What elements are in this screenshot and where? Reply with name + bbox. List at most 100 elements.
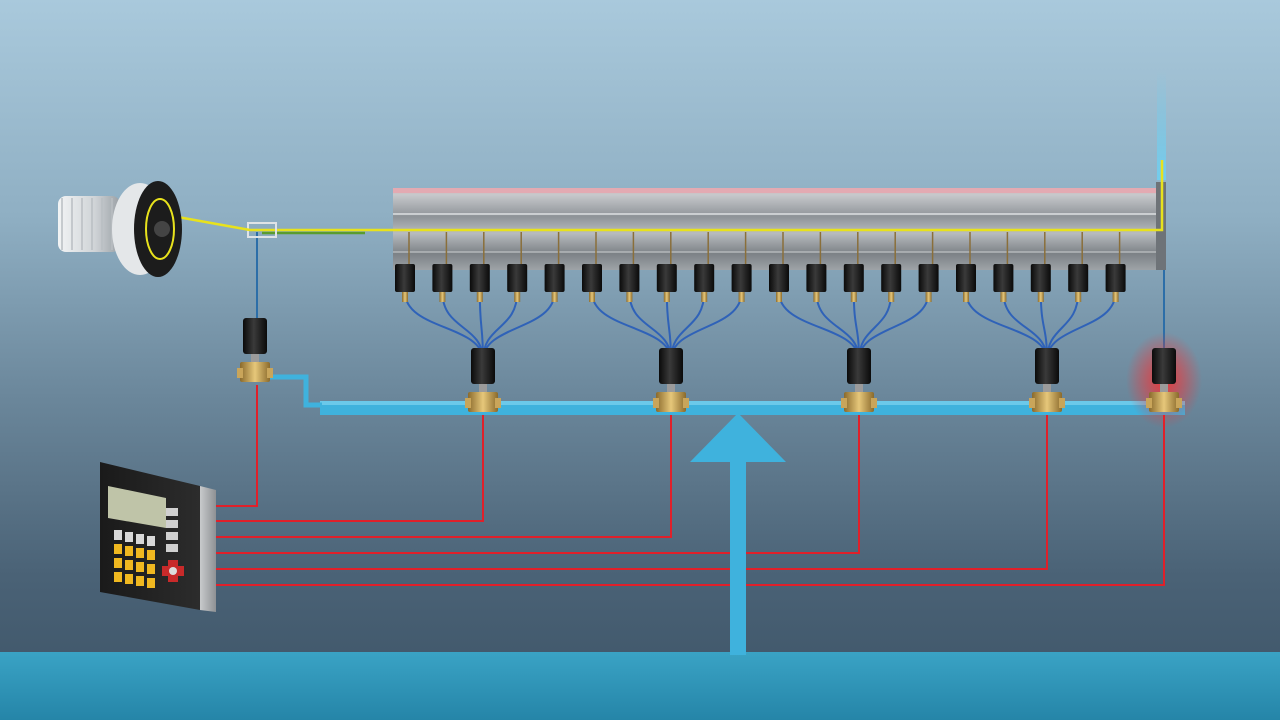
nozzle-valve-icon: [1030, 264, 1051, 292]
nozzle-valve-icon: [843, 264, 864, 292]
pipe-highlight: [320, 401, 1185, 405]
flow-arrow-icon: [690, 413, 786, 462]
valve-port: [1146, 398, 1152, 408]
keypad-key: [114, 572, 122, 582]
valve-port: [237, 368, 243, 378]
flow-arrow-shaft: [730, 455, 746, 655]
keypad-key: [136, 562, 144, 572]
nozzle-fitting: [813, 292, 820, 302]
signal-wires: [216, 385, 1165, 586]
manifold-valves: [237, 318, 1202, 428]
pilot-hoses: [404, 291, 1117, 361]
function-key: [166, 508, 178, 516]
solenoid-valve-icon: [237, 318, 273, 382]
nozzle-fitting: [850, 292, 857, 302]
motor-ring: [145, 198, 175, 260]
solenoid-valve-icon: [841, 348, 877, 412]
nozzle-valve-icon: [993, 264, 1014, 292]
valve-body: [656, 392, 686, 412]
valve-stem: [1043, 384, 1051, 392]
valve-port: [653, 398, 659, 408]
power-cable: [250, 160, 1164, 232]
nozzle-fitting: [738, 292, 745, 302]
keypad-key: [125, 546, 133, 556]
valve-port: [1176, 398, 1182, 408]
valve-body: [844, 392, 874, 412]
valve-stem: [251, 354, 259, 362]
valve-body: [240, 362, 270, 382]
nozzle-valve-icon: [656, 264, 677, 292]
nozzle-fitting: [514, 292, 521, 302]
plc-side: [200, 486, 216, 612]
valve-body: [1032, 392, 1062, 412]
motor-fins: [58, 196, 120, 252]
nozzle-valve-icon: [507, 264, 528, 292]
nozzle-fitting: [925, 292, 932, 302]
spray-rail: [149, 160, 1166, 270]
rail-top-edge: [393, 188, 1160, 193]
valve-port: [1029, 398, 1035, 408]
keypad-key: [125, 532, 133, 542]
nozzle-fitting: [551, 292, 558, 302]
keypad-key: [147, 578, 155, 588]
nozzle-valve-row: [395, 264, 1126, 302]
keypad-key: [136, 534, 144, 544]
nozzle-fitting: [626, 292, 633, 302]
nozzle-valve-icon: [1105, 264, 1126, 292]
valve-port: [871, 398, 877, 408]
valve-stem: [855, 384, 863, 392]
valve-port: [1059, 398, 1065, 408]
function-key: [166, 532, 178, 540]
plc-display: [108, 486, 166, 528]
pilot-hose: [778, 291, 860, 361]
valve-body: [1149, 392, 1179, 412]
nozzle-fitting: [963, 292, 969, 302]
valve-port: [465, 398, 471, 408]
signal-line: [216, 415, 1165, 586]
keypad-key: [114, 544, 122, 554]
solenoid-valve-icon: [1029, 348, 1065, 412]
nozzle-valve-icon: [582, 264, 602, 292]
keypad-key: [136, 548, 144, 558]
nozzle-fitting: [439, 292, 446, 302]
signal-line: [216, 415, 1048, 570]
valve-stem: [479, 384, 487, 392]
keypad-key: [125, 560, 133, 570]
signal-line: [216, 385, 258, 507]
nozzle-fitting: [589, 292, 595, 302]
nozzle-fitting: [1075, 292, 1082, 302]
valve-port: [495, 398, 501, 408]
nozzle-fitting: [402, 292, 408, 302]
plc-controller: [100, 462, 216, 612]
signal-line: [216, 415, 672, 538]
keypad-key: [114, 530, 122, 540]
nozzle-fitting: [1000, 292, 1007, 302]
valve-port: [267, 368, 273, 378]
nozzle-fitting: [776, 292, 782, 302]
nozzle-fitting: [1037, 292, 1044, 302]
solenoid-valve-icon: [465, 348, 501, 412]
spray-mist: [1157, 70, 1166, 180]
valve-stem: [667, 384, 675, 392]
nozzle-valve-icon: [806, 264, 827, 292]
valve-coil: [471, 348, 495, 384]
feed-pipe: [264, 374, 322, 408]
nozzle-valve-icon: [731, 264, 752, 292]
nozzle-fitting: [701, 292, 708, 302]
water-pool: [0, 652, 1280, 720]
signal-line: [216, 415, 484, 522]
keypad-key: [136, 576, 144, 586]
motor-assembly: [58, 181, 182, 277]
keypad-key: [147, 550, 155, 560]
keypad-key: [147, 564, 155, 574]
valve-port: [683, 398, 689, 408]
nozzle-valve-icon: [469, 264, 490, 292]
motor-icon: [154, 221, 170, 237]
signal-line: [216, 415, 860, 554]
valve-coil: [847, 348, 871, 384]
valve-body: [468, 392, 498, 412]
nozzle-valve-icon: [769, 264, 789, 292]
nozzle-valve-icon: [918, 264, 939, 292]
valve-stem: [1160, 384, 1168, 392]
keypad-key: [147, 536, 155, 546]
